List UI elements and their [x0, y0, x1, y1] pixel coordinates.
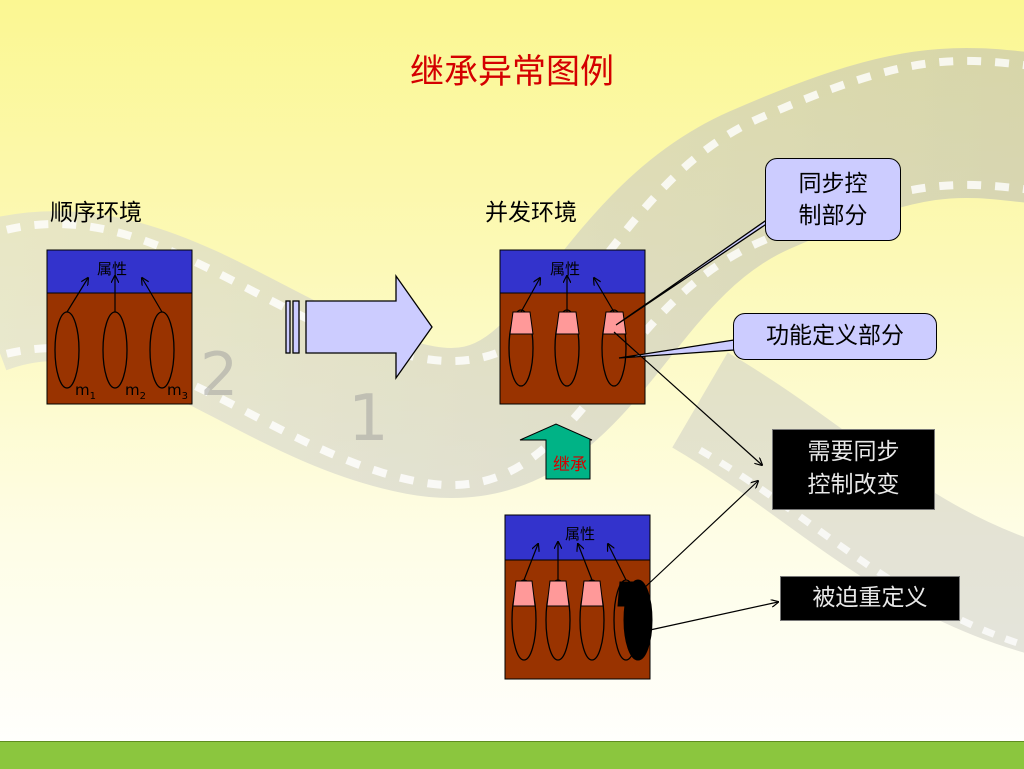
connector-to-sync-change [613, 331, 762, 465]
sync-part-shape [509, 311, 534, 335]
inherit-label: 继承 [553, 455, 587, 475]
concurrent-attribute-label: 属性 [550, 260, 580, 278]
connector-to-forced-redefine [649, 602, 778, 631]
concurrent-env-label: 并发环境 [485, 200, 577, 226]
slide-title: 继承异常图例 [410, 52, 614, 92]
sync-control-callout: 同步控 制部分 [765, 158, 901, 241]
sync-part-shape [580, 580, 604, 607]
sync-change-box: 需要同步 控制改变 [772, 429, 935, 510]
sequential-class-box: 属性 m1 m2 m3 [46, 249, 193, 405]
bottom-bar [0, 741, 1024, 769]
svg-text:1: 1 [348, 382, 389, 456]
inheritance-arrow: 继承 [519, 423, 593, 480]
subclass-attribute-label: 属性 [565, 525, 595, 543]
concurrent-class-box: 属性 [499, 249, 646, 405]
functional-def-callout: 功能定义部分 [733, 313, 937, 360]
sync-change-line2: 控制改变 [807, 472, 900, 498]
sync-part-shape [555, 311, 580, 335]
subclass-box: 属性 [504, 514, 653, 680]
sequential-env-label: 顺序环境 [50, 200, 142, 226]
method-label-m3: m3 [167, 381, 188, 402]
method-label-m2: m2 [125, 381, 146, 402]
connector-subclass-to-sync-change [641, 481, 758, 591]
svg-text:2: 2 [200, 340, 238, 410]
method-label-m1: m1 [75, 381, 96, 402]
sync-control-callout-line2: 制部分 [798, 203, 868, 229]
sync-part-shape [546, 580, 570, 607]
sync-part-shape [602, 311, 627, 335]
sync-change-line1: 需要同步 [807, 439, 900, 465]
sync-part-shape [512, 580, 536, 607]
sync-control-callout-line1: 同步控 [798, 171, 868, 197]
sequential-attribute-label: 属性 [97, 260, 127, 278]
transition-arrow [285, 273, 433, 381]
forced-redefine-box: 被迫重定义 [780, 576, 960, 621]
